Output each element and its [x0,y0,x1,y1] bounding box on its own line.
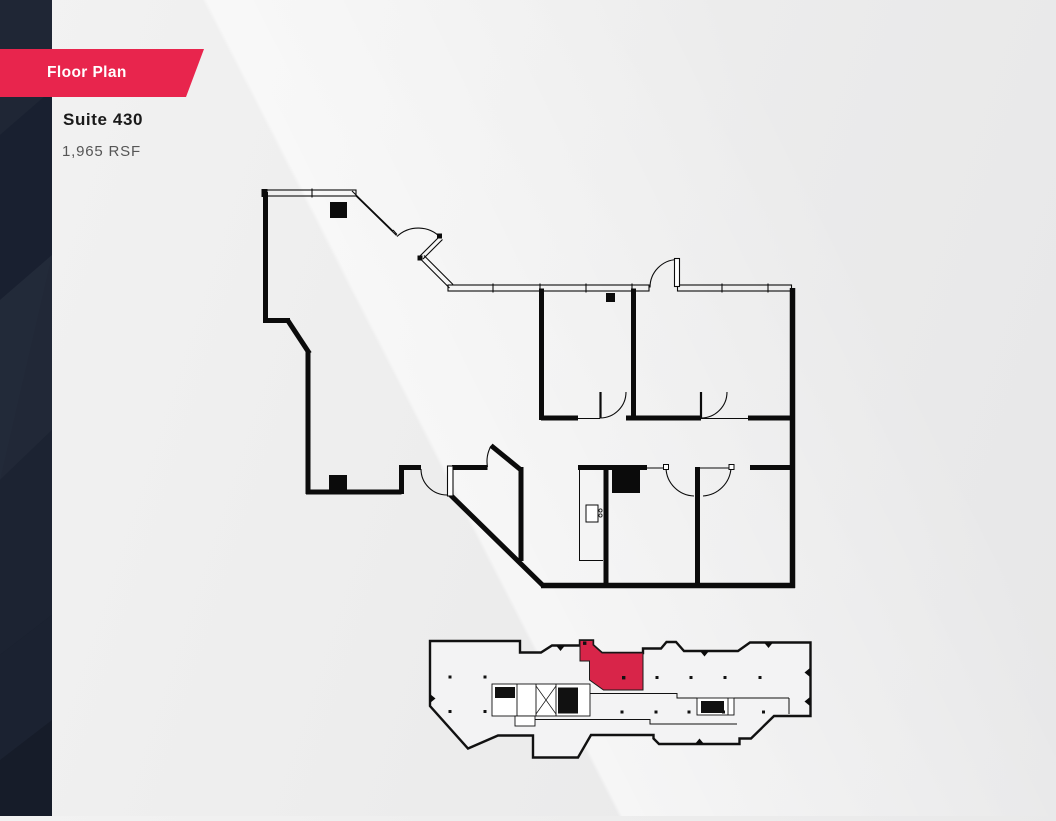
banner-label: Floor Plan [47,64,127,81]
key-plan [428,639,812,759]
main-floor-plan [261,188,796,589]
sink-fixture [585,504,599,523]
column [330,202,347,218]
column [606,293,615,302]
column-dots [448,641,765,714]
column [329,475,347,492]
sidebar-facets [0,0,52,816]
suite-title: Suite 430 [63,110,144,129]
door-leaf [446,465,454,497]
door-leaf [673,257,681,288]
floor-plan-banner: Floor Plan [0,49,204,97]
key-plan-highlight [579,640,644,691]
closet-block [612,469,640,493]
sidebar-strip [0,0,52,816]
edge-notches [430,642,810,744]
suite-area-label: 1,965 RSF [62,143,141,160]
